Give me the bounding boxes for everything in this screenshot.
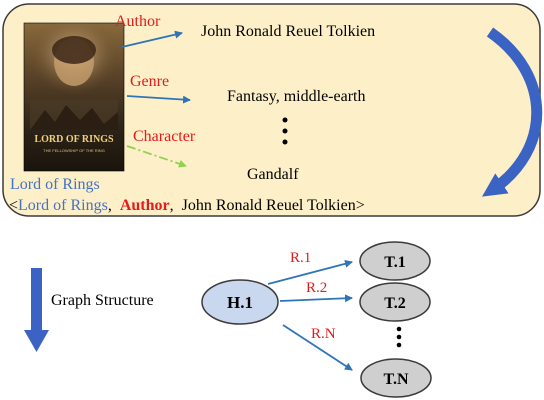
triple-tail: John Ronald Reuel Tolkien [182,197,356,214]
triple-comma-2: , [170,197,174,214]
edge-label-rn: R.N [311,326,336,342]
tail-node-t1-label: T.1 [384,254,405,271]
curved-return-arrow [482,27,543,197]
top-ellipsis-dots [282,117,288,145]
edge-rn [282,324,353,371]
tail-node-t1 [359,241,431,281]
entity-name-text: Lord of Rings [10,176,100,193]
tail-node-tn [360,358,432,398]
character-arrow [126,145,187,168]
triple-text: <Lord of Rings,Author,John Ronald Reuel … [9,197,365,214]
edge-r2 [279,294,353,303]
edge-label-r2: R.2 [306,280,327,296]
author-target-text: John Ronald Reuel Tolkien [201,23,375,40]
triple-head: Lord of Rings [18,197,108,214]
triple-comma-1: , [108,197,112,214]
tail-node-tn-label: T.N [383,371,408,388]
head-node-label: H.1 [227,293,253,312]
triple-close-bracket: > [356,197,365,214]
poster-subtitle-text: THE FELLOWSHIP OF THE RING [43,148,105,153]
bottom-ellipsis-dots [396,326,402,348]
genre-arrow [126,95,191,104]
tail-node-t2-label: T.2 [384,295,405,312]
graph-structure-caption: Graph Structure [51,292,154,309]
tail-node-t2 [359,282,431,322]
head-node-h1 [201,279,279,325]
movie-poster: LORD OF RINGS THE FELLOWSHIP OF THE RING [23,22,125,172]
edge-r1 [267,259,353,285]
author-relation-label: Author [115,13,161,30]
genre-target-text: Fantasy, middle-earth [227,88,365,105]
author-arrow [121,30,183,48]
triple-open-bracket: < [9,197,18,214]
character-target-text: Gandalf [247,166,299,183]
poster-title-text: LORD OF RINGS [34,134,114,145]
graph-structure-down-arrow [24,268,49,352]
edge-label-r1: R.1 [290,250,311,266]
character-relation-label: Character [133,128,196,145]
genre-relation-label: Genre [130,73,169,90]
triple-relation: Author [120,197,170,214]
